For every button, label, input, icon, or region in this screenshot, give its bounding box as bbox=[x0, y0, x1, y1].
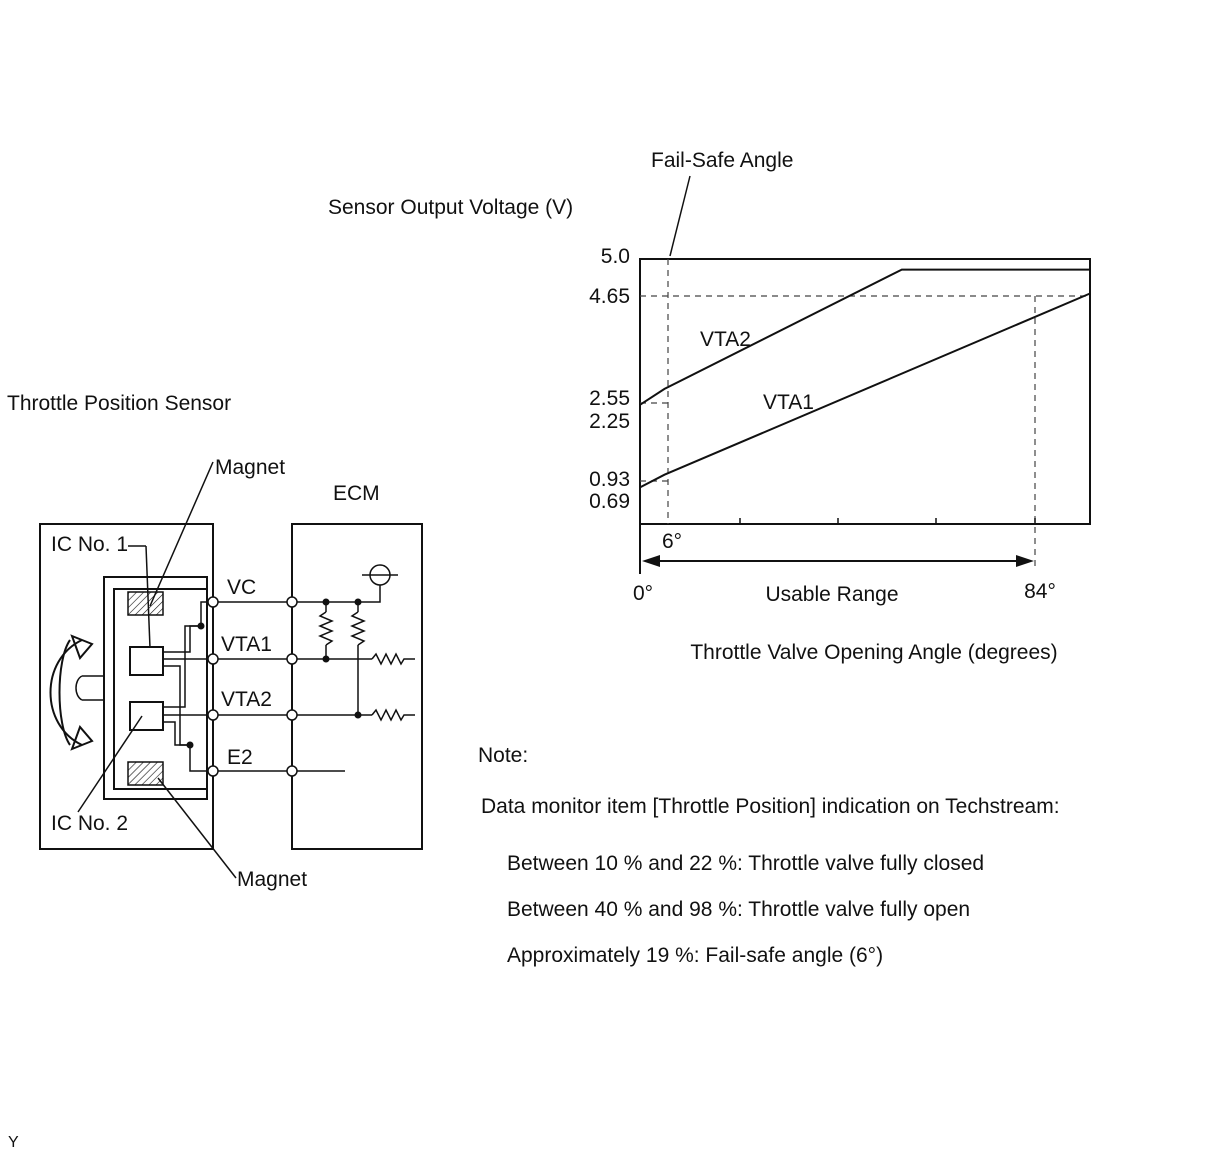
junction-dot bbox=[197, 622, 205, 630]
note-line-3: Between 40 % and 98 %: Throttle valve fu… bbox=[507, 898, 971, 921]
y-tick-4.65: 4.65 bbox=[589, 285, 630, 308]
y-tick-0.93: 0.93 bbox=[589, 468, 630, 491]
magnet-bottom-label: Magnet bbox=[237, 868, 307, 891]
ecm-label: ECM bbox=[333, 482, 380, 505]
fail-safe-leader bbox=[669, 175, 691, 257]
y-axis-label: Sensor Output Voltage (V) bbox=[328, 196, 573, 219]
ecm-terminal-vta1 bbox=[286, 653, 298, 665]
magnet-top-leader bbox=[149, 461, 214, 607]
y-tick-0.69: 0.69 bbox=[589, 490, 630, 513]
ecm-internals bbox=[292, 585, 415, 772]
x-tick-6deg: 6° bbox=[662, 530, 682, 553]
sensor-frame-inner bbox=[113, 588, 208, 790]
ic1-leader-b bbox=[145, 545, 151, 649]
junction-dot bbox=[354, 598, 362, 606]
y-tick-2.25: 2.25 bbox=[589, 410, 630, 433]
ic-wiring bbox=[163, 601, 213, 772]
ic2-chip bbox=[129, 701, 164, 731]
terminal-label-vta1: VTA1 bbox=[221, 633, 272, 656]
magnet-top bbox=[127, 591, 164, 616]
magnet-bottom bbox=[127, 761, 164, 786]
ic2-leader bbox=[77, 715, 143, 813]
terminal-label-vta2: VTA2 bbox=[221, 688, 272, 711]
note-line-1: Data monitor item [Throttle Position] in… bbox=[481, 795, 1060, 818]
series-line-vta1 bbox=[639, 292, 1091, 489]
figure-code: Y bbox=[8, 1134, 19, 1151]
sensor-housing bbox=[39, 523, 214, 850]
ic1-chip bbox=[129, 646, 164, 676]
ecm-terminal-e2 bbox=[286, 765, 298, 777]
usable-range-label: Usable Range bbox=[765, 583, 898, 606]
y-tick-5.0: 5.0 bbox=[601, 245, 630, 268]
x-axis-label: Throttle Valve Opening Angle (degrees) bbox=[690, 641, 1057, 664]
y-tick-2.55: 2.55 bbox=[589, 387, 630, 410]
junction-dot bbox=[322, 598, 330, 606]
arrow-right-icon bbox=[1016, 555, 1034, 567]
fail-safe-label: Fail-Safe Angle bbox=[651, 149, 793, 172]
voltage-chart: Sensor Output Voltage (V) Fail-Safe Angl… bbox=[328, 149, 1091, 664]
note-line-4: Approximately 19 %: Fail-safe angle (6°) bbox=[507, 944, 884, 967]
series-line-vta2 bbox=[639, 268, 1090, 406]
note-line-2: Between 10 % and 22 %: Throttle valve fu… bbox=[507, 852, 985, 875]
ecm-terminal-vta2 bbox=[286, 709, 298, 721]
sensor-terminal-e2 bbox=[207, 765, 219, 777]
magnet-top-label: Magnet bbox=[215, 456, 285, 479]
series-label-vta1: VTA1 bbox=[763, 391, 814, 414]
ecm-terminal-vc bbox=[286, 596, 298, 608]
sensor-terminal-vta2 bbox=[207, 709, 219, 721]
terminal-label-vc: VC bbox=[227, 576, 256, 599]
rotation-icon bbox=[49, 634, 104, 751]
junction-dot bbox=[322, 655, 330, 663]
sensor-terminal-vta1 bbox=[207, 653, 219, 665]
ic2-label: IC No. 2 bbox=[51, 812, 128, 835]
ic1-label: IC No. 1 bbox=[51, 533, 128, 556]
plot-frame bbox=[639, 258, 1091, 525]
junction-dot bbox=[354, 711, 362, 719]
terminal-label-e2: E2 bbox=[227, 746, 253, 769]
sensor-terminal-vc bbox=[207, 596, 219, 608]
junction-dot bbox=[186, 741, 194, 749]
x-tick-0deg: 0° bbox=[633, 582, 653, 605]
sensor-schematic: Throttle Position Sensor Magnet ECM IC N… bbox=[7, 392, 423, 891]
x-tick-84deg: 84° bbox=[1024, 580, 1056, 603]
sensor-title: Throttle Position Sensor bbox=[7, 392, 231, 415]
note-heading: Note: bbox=[478, 744, 529, 767]
series-label-vta2: VTA2 bbox=[700, 328, 751, 351]
ecm-box bbox=[291, 523, 423, 850]
arrow-left-icon bbox=[642, 555, 660, 567]
magnet-bottom-leader bbox=[157, 777, 237, 879]
